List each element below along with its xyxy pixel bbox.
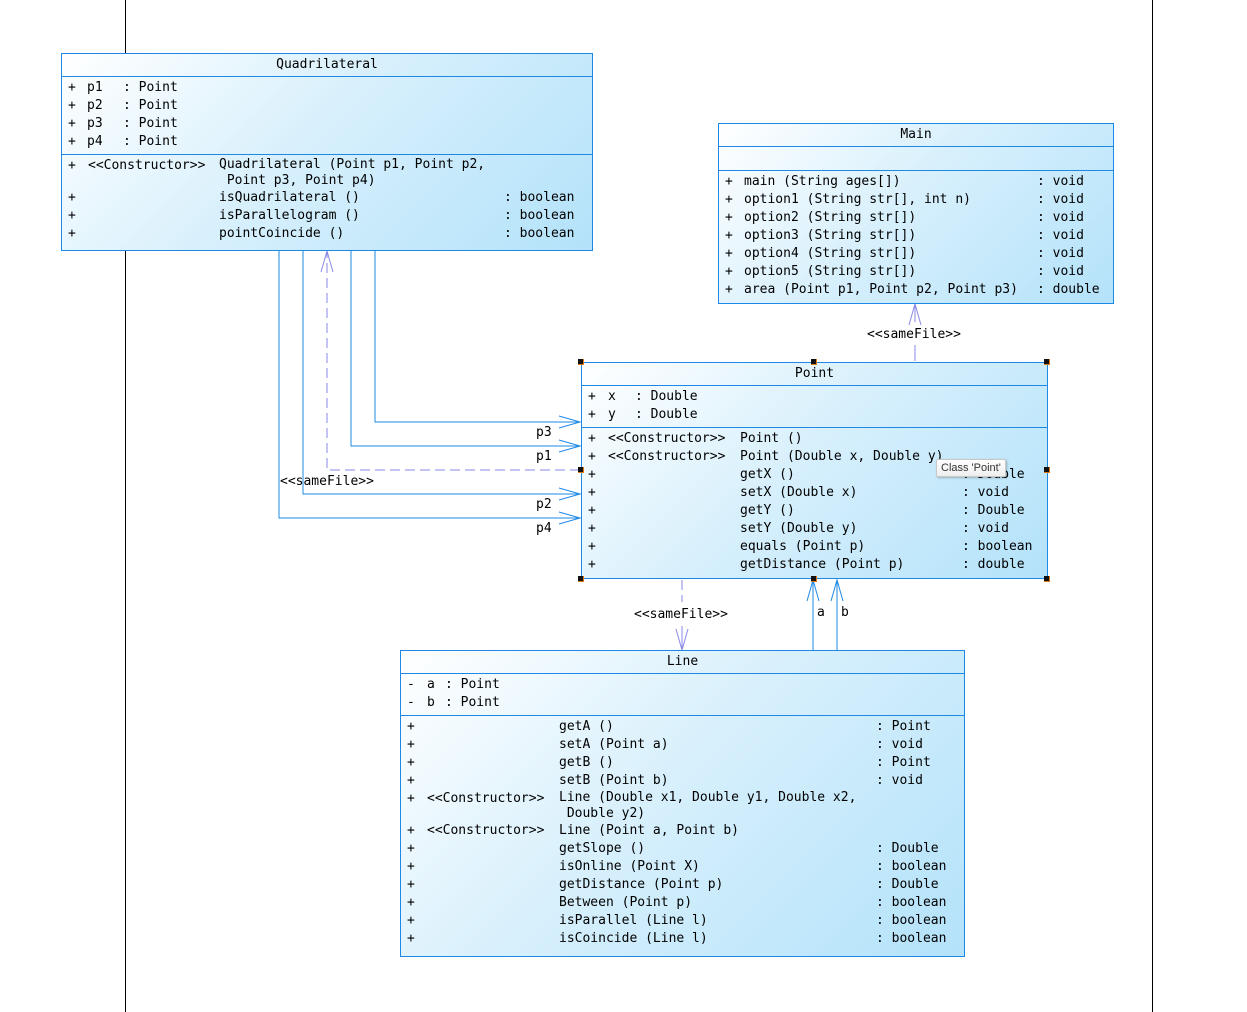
operation-row[interactable]: +getDistance (Point p): double [588,557,1025,572]
operation-row[interactable]: +option1 (String str[], int n): void [725,192,1084,207]
role-label-p4: p4 [536,521,552,536]
association-p2[interactable]: p2 [302,251,582,512]
attribute-row[interactable]: +y: Double [588,407,698,422]
dependency-point-main[interactable]: <<sameFile>> [867,302,961,361]
attribute-row[interactable]: +p1: Point [68,80,178,95]
resize-handle-top-right[interactable] [1044,359,1050,365]
operations-compartment: +main (String ages[]): void +option1 (St… [719,171,1113,299]
operation-row[interactable]: +getB (): Point [407,755,931,770]
operations-compartment: +<<Constructor>>Quadrilateral (Point p1,… [62,155,592,243]
attribute-row[interactable]: +p2: Point [68,98,178,113]
operation-row[interactable]: +option2 (String str[]): void [725,210,1084,225]
attributes-compartment: +x: Double +y: Double [582,386,1047,428]
association-b[interactable]: b [830,578,849,650]
operation-row[interactable]: +pointCoincide (): boolean [68,226,575,241]
operation-row[interactable]: +getA (): Point [407,719,931,734]
operation-row[interactable]: +isParallel (Line l): boolean [407,913,947,928]
resize-handle-bottom-left[interactable] [578,576,584,582]
operation-row[interactable]: +option5 (String str[]): void [725,264,1084,279]
hover-tooltip: Class 'Point' [936,459,1006,477]
dependency-point-line[interactable]: <<sameFile>> [634,580,728,652]
operation-row[interactable]: +isOnline (Point X): boolean [407,859,947,874]
operation-row[interactable]: +isQuadrilateral (): boolean [68,190,575,205]
operations-compartment: +<<Constructor>>Point () +<<Constructor>… [582,428,1047,574]
stereotype-label-samefile-main: <<sameFile>> [867,327,961,342]
role-label-p2: p2 [536,497,552,512]
association-p3[interactable]: p3 [374,251,582,440]
role-label-p3: p3 [536,425,552,440]
resize-handle-bottom[interactable] [811,576,817,582]
role-label-a: a [817,605,825,620]
association-p1[interactable]: p1 [350,251,582,464]
resize-handle-top-left[interactable] [578,359,584,365]
attribute-row[interactable]: -a: Point [407,677,500,692]
resize-handle-top[interactable] [811,359,817,365]
operation-row[interactable]: +setY (Double y): void [588,521,1009,536]
attributes-compartment: -a: Point -b: Point [401,674,964,716]
operation-row[interactable]: +Between (Point p): boolean [407,895,947,910]
operation-row[interactable]: +getY (): Double [588,503,1025,518]
page-boundary-left [125,0,126,1012]
operation-row[interactable]: +setB (Point b): void [407,773,923,788]
operation-row[interactable]: +isParallelogram (): boolean [68,208,575,223]
resize-handle-right[interactable] [1044,467,1050,473]
class-name: Main [719,124,1113,147]
operation-row[interactable]: +setA (Point a): void [407,737,923,752]
operation-row[interactable]: +main (String ages[]): void [725,174,1084,189]
association-a[interactable]: a [806,578,825,650]
attribute-row[interactable]: +p4: Point [68,134,178,149]
operation-row[interactable]: +<<Constructor>>Line (Double x1, Double … [407,790,857,821]
operation-row[interactable]: +option3 (String str[]): void [725,228,1084,243]
association-p4[interactable]: p4 [278,251,582,536]
stereotype-label-samefile-quad: <<sameFile>> [280,474,374,489]
operation-row[interactable]: +<<Constructor>>Quadrilateral (Point p1,… [68,157,486,188]
operation-row[interactable]: +getSlope (): Double [407,841,939,856]
operation-row[interactable]: +isCoincide (Line l): boolean [407,931,947,946]
attribute-row[interactable]: -b: Point [407,695,500,710]
operation-row[interactable]: +getDistance (Point p): Double [407,877,939,892]
class-name: Quadrilateral [62,54,592,77]
class-quadrilateral[interactable]: Quadrilateral +p1: Point +p2: Point +p3:… [61,53,593,251]
operation-row[interactable]: +<<Constructor>>Point (Double x, Double … [588,449,944,464]
dependency-point-quadrilateral[interactable]: <<sameFile>> [280,249,580,489]
attributes-compartment [719,147,1113,171]
page-boundary-right [1152,0,1153,1012]
operation-row[interactable]: +equals (Point p): boolean [588,539,1033,554]
role-label-p1: p1 [536,449,552,464]
operation-row[interactable]: +option4 (String str[]): void [725,246,1084,261]
stereotype-label-samefile-line: <<sameFile>> [634,607,728,622]
attribute-row[interactable]: +p3: Point [68,116,178,131]
attribute-row[interactable]: +x: Double [588,389,698,404]
operation-row[interactable]: +setX (Double x): void [588,485,1009,500]
class-line[interactable]: Line -a: Point -b: Point +getA (): Point… [400,650,965,957]
resize-handle-left[interactable] [578,467,584,473]
class-name: Line [401,651,964,674]
resize-handle-bottom-right[interactable] [1044,576,1050,582]
operations-compartment: +getA (): Point +setA (Point a): void +g… [401,716,964,948]
operation-row[interactable]: +<<Constructor>>Point () [588,431,803,446]
attributes-compartment: +p1: Point +p2: Point +p3: Point +p4: Po… [62,77,592,155]
class-main[interactable]: Main +main (String ages[]): void +option… [718,123,1114,304]
operation-row[interactable]: +<<Constructor>>Line (Point a, Point b) [407,823,740,838]
role-label-b: b [841,605,849,620]
class-name: Point [582,363,1047,386]
operation-row[interactable]: +area (Point p1, Point p2, Point p3): do… [725,282,1100,297]
